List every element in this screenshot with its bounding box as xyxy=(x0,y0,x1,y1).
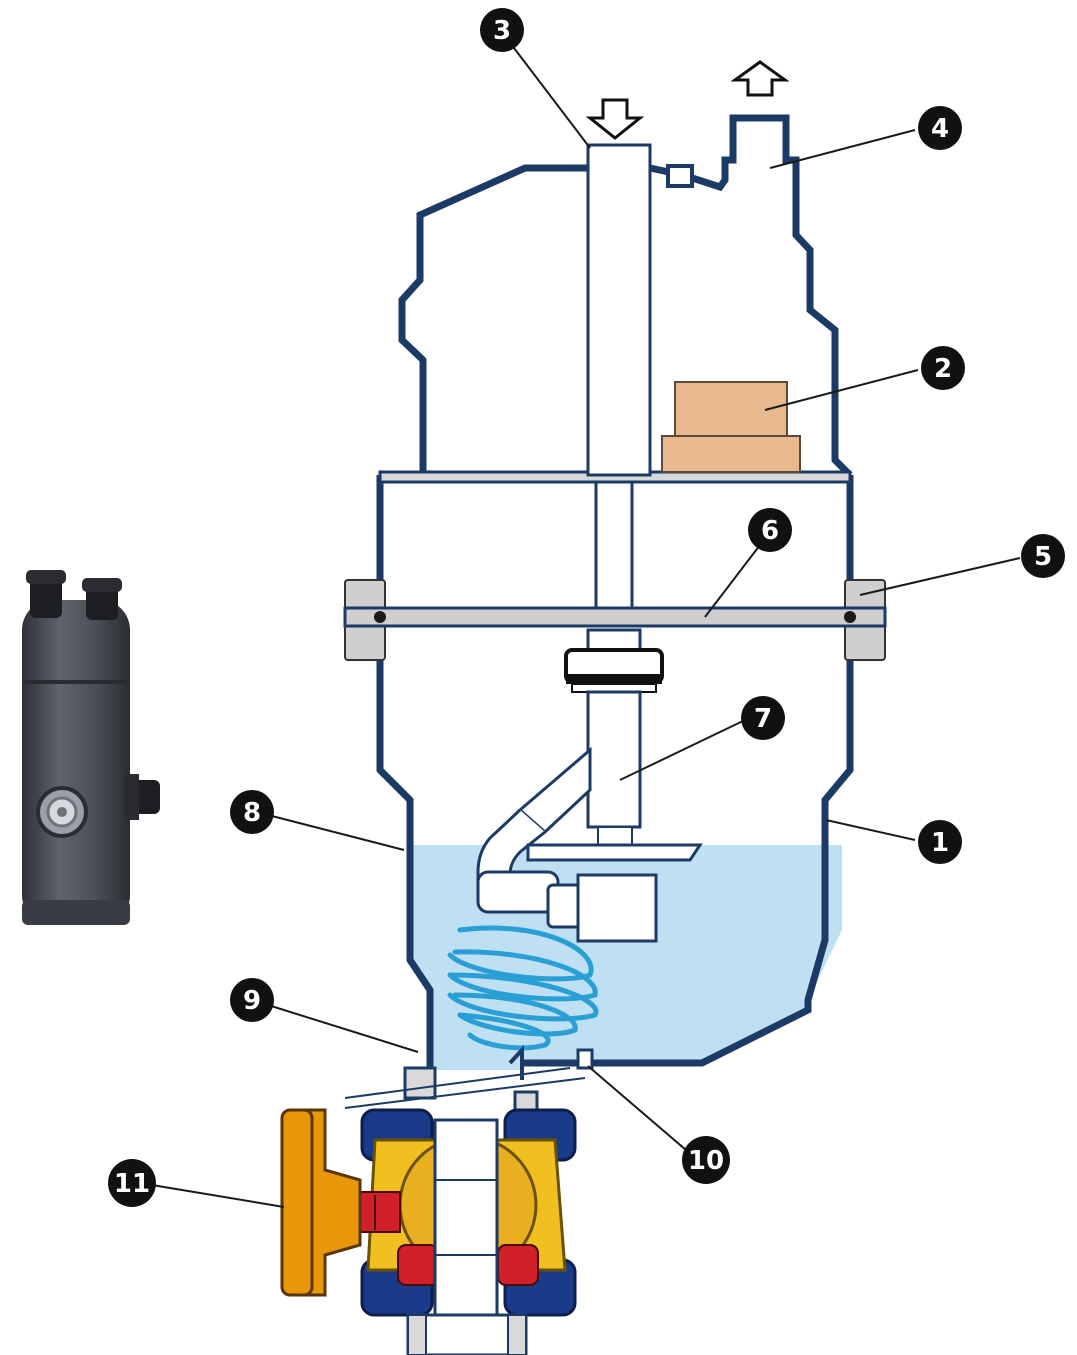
filter-cartridge xyxy=(661,381,801,473)
callout-5: 5 xyxy=(1021,534,1065,578)
flange-clamp xyxy=(343,579,887,661)
callout-9: 9 xyxy=(230,978,274,1022)
svg-text:6: 6 xyxy=(761,516,779,546)
swirl xyxy=(447,925,599,1051)
svg-text:10: 10 xyxy=(688,1146,724,1176)
inlet-arrow xyxy=(585,98,645,140)
float-valve-assembly xyxy=(476,628,703,943)
callout-3: 3 xyxy=(480,8,524,52)
callout-1: 1 xyxy=(918,820,962,864)
svg-text:11: 11 xyxy=(114,1169,150,1199)
leader-lines xyxy=(151,47,1021,1208)
ball-valve xyxy=(280,1108,577,1355)
svg-text:8: 8 xyxy=(243,798,261,828)
svg-text:2: 2 xyxy=(934,354,952,384)
svg-text:4: 4 xyxy=(931,114,949,144)
svg-text:1: 1 xyxy=(931,828,949,858)
callout-11: 11 xyxy=(108,1159,156,1207)
callout-10: 10 xyxy=(682,1136,730,1184)
callout-8: 8 xyxy=(230,790,274,834)
svg-text:7: 7 xyxy=(754,704,772,734)
callout-7: 7 xyxy=(741,696,785,740)
outlet-arrow xyxy=(730,60,790,97)
svg-text:5: 5 xyxy=(1034,542,1052,572)
callout-2: 2 xyxy=(921,346,965,390)
callout-6: 6 xyxy=(748,508,792,552)
inlet-tube xyxy=(586,143,652,614)
product-photo xyxy=(22,570,160,925)
callout-4: 4 xyxy=(918,106,962,150)
svg-text:9: 9 xyxy=(243,986,261,1016)
svg-text:3: 3 xyxy=(493,16,511,46)
